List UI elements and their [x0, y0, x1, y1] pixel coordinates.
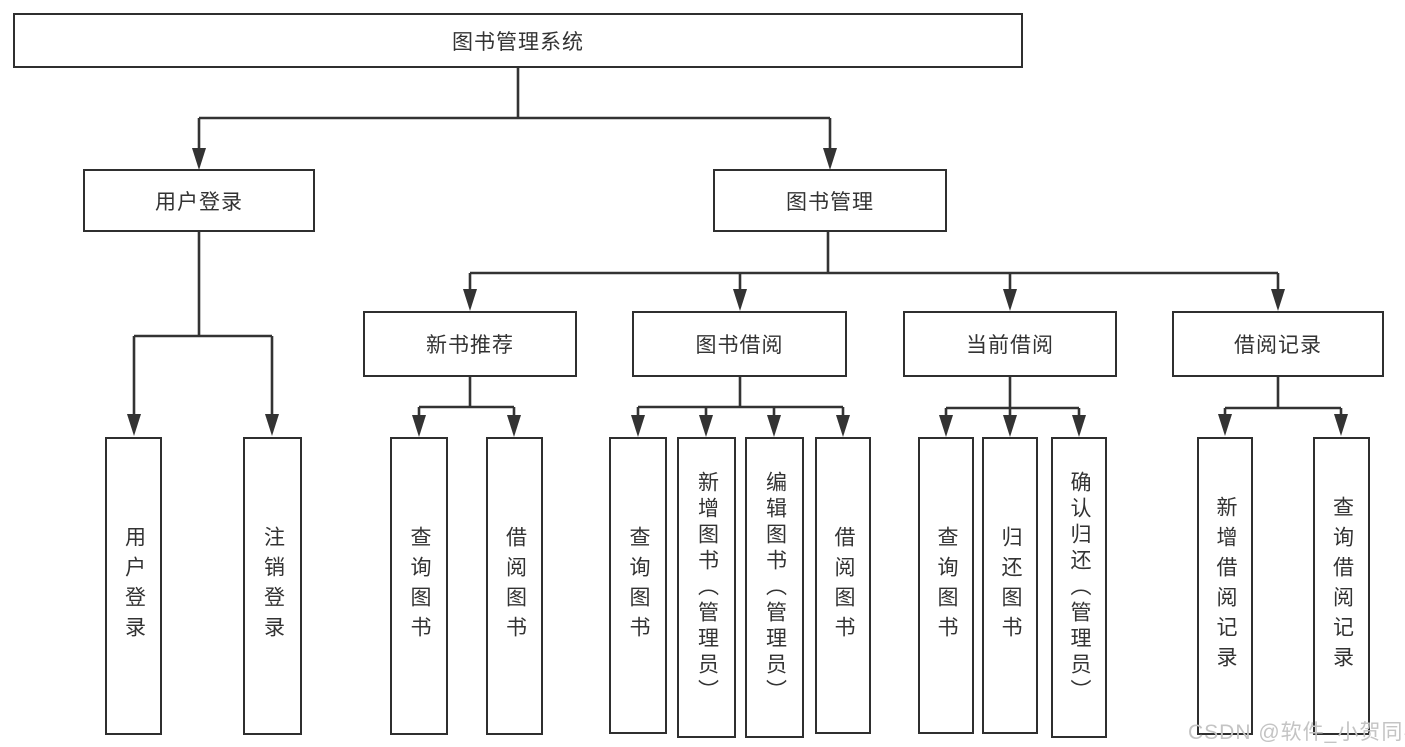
leaf-user-login: 用户登录: [105, 437, 162, 735]
leaf-add-borrow-record: 新增借阅记录: [1197, 437, 1253, 735]
leaf-query-books-borrow: 查询图书: [609, 437, 667, 734]
node-borrow-record: 借阅记录: [1172, 311, 1384, 377]
leaf-query-borrow-record-label: 查询借阅记录: [1330, 496, 1354, 676]
connector-current-borrow-children: [939, 377, 1086, 437]
node-new-book-recommend-label: 新书推荐: [426, 334, 514, 357]
arrowhead-icon: [265, 414, 279, 436]
arrowhead-icon: [412, 415, 426, 437]
node-user-login: 用户登录: [83, 169, 315, 232]
leaf-add-book-admin-label: 新增图书（管理员）: [695, 470, 719, 705]
arrowhead-icon: [823, 148, 837, 170]
node-borrow-record-label: 借阅记录: [1234, 334, 1322, 357]
node-current-borrow: 当前借阅: [903, 311, 1117, 377]
connector-user-login-children: [127, 232, 279, 436]
arrowhead-icon: [1334, 414, 1348, 436]
arrowhead-icon: [192, 148, 206, 170]
leaf-query-borrow-record: 查询借阅记录: [1313, 437, 1370, 735]
leaf-borrow-books-label: 借阅图书: [832, 525, 855, 646]
connector-book-borrow-children: [631, 377, 850, 437]
leaf-borrow-books-recommend: 借阅图书: [486, 437, 543, 735]
node-user-login-label: 用户登录: [155, 190, 243, 214]
watermark: CSDN @软件_小贺同学: [1188, 721, 1405, 744]
node-root-label: 图书管理系统: [452, 30, 584, 54]
leaf-confirm-return-admin-label: 确认归还（管理员）: [1068, 470, 1091, 705]
node-book-borrow: 图书借阅: [632, 311, 847, 377]
leaf-query-books-current: 查询图书: [918, 437, 974, 734]
arrowhead-icon: [463, 289, 477, 311]
leaf-confirm-return-admin: 确认归还（管理员）: [1051, 437, 1107, 738]
arrowhead-icon: [1003, 415, 1017, 437]
node-book-management-label: 图书管理: [786, 190, 874, 214]
connector-book-mgmt-to-level3: [463, 232, 1285, 311]
leaf-logout: 注销登录: [243, 437, 302, 735]
arrowhead-icon: [507, 415, 521, 437]
node-book-management: 图书管理: [713, 169, 947, 232]
leaf-borrow-books-recommend-label: 借阅图书: [503, 526, 527, 646]
leaf-edit-book-admin: 编辑图书（管理员）: [745, 437, 804, 738]
connector-new-book-children: [412, 377, 521, 437]
leaf-return-books-label: 归还图书: [999, 525, 1022, 646]
leaf-edit-book-admin-label: 编辑图书（管理员）: [763, 470, 787, 705]
leaf-query-books-recommend-label: 查询图书: [408, 526, 431, 646]
arrowhead-icon: [1271, 289, 1285, 311]
leaf-logout-label: 注销登录: [261, 526, 285, 646]
leaf-user-login-label: 用户登录: [122, 526, 146, 646]
arrowhead-icon: [1072, 415, 1086, 437]
leaf-add-book-admin: 新增图书（管理员）: [677, 437, 736, 738]
leaf-query-books-borrow-label: 查询图书: [627, 525, 650, 646]
node-root: 图书管理系统: [13, 13, 1023, 68]
leaf-borrow-books: 借阅图书: [815, 437, 871, 734]
arrowhead-icon: [836, 415, 850, 437]
arrowhead-icon: [939, 415, 953, 437]
arrowhead-icon: [1003, 289, 1017, 311]
arrowhead-icon: [127, 414, 141, 436]
leaf-add-borrow-record-label: 新增借阅记录: [1214, 496, 1237, 676]
arrowhead-icon: [767, 415, 781, 437]
connector-root-to-level2: [192, 66, 837, 170]
leaf-return-books: 归还图书: [982, 437, 1038, 734]
leaf-query-books-recommend: 查询图书: [390, 437, 448, 735]
connector-borrow-record-children: [1218, 377, 1348, 436]
node-current-borrow-label: 当前借阅: [966, 334, 1054, 357]
node-book-borrow-label: 图书借阅: [695, 334, 784, 357]
arrowhead-icon: [699, 415, 713, 437]
leaf-query-books-current-label: 查询图书: [935, 525, 958, 646]
node-new-book-recommend: 新书推荐: [363, 311, 577, 377]
arrowhead-icon: [631, 415, 645, 437]
arrowhead-icon: [1218, 414, 1232, 436]
arrowhead-icon: [733, 289, 747, 311]
